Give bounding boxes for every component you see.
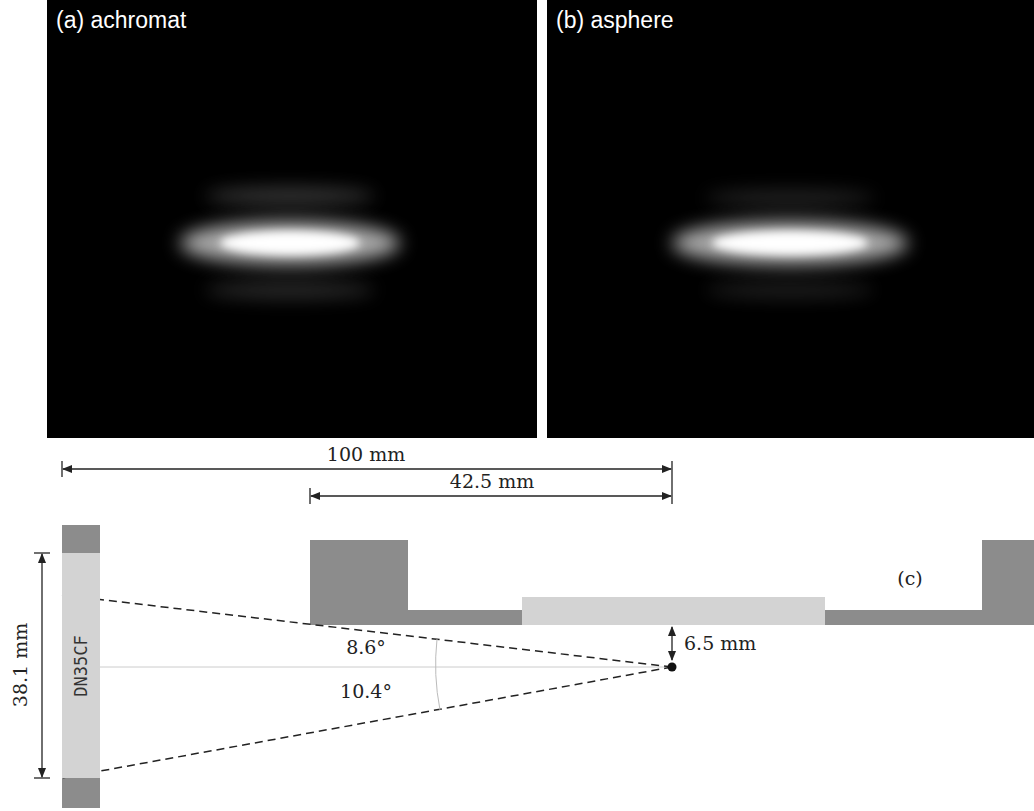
focal-spot xyxy=(672,190,908,298)
image-panel xyxy=(47,0,537,438)
flange-cap xyxy=(62,778,100,808)
panel-label: (a) achromat xyxy=(56,8,186,33)
chamber-part xyxy=(310,540,1034,625)
view-cone xyxy=(62,595,672,778)
flange-label: DN35CF xyxy=(71,635,91,696)
source-point xyxy=(668,663,677,672)
panel-label: (b) asphere xyxy=(556,8,674,33)
panel-label: (c) xyxy=(897,568,922,589)
focal-spot xyxy=(180,187,400,299)
dimension-label: 38.1 mm xyxy=(10,623,31,707)
angle-label: 10.4° xyxy=(340,681,392,702)
angle-arc xyxy=(436,639,440,710)
dimension-label: 100 mm xyxy=(327,444,405,465)
image-panel xyxy=(547,0,1034,438)
dimension-label: 6.5 mm xyxy=(684,633,756,654)
flange-window: DN35CF xyxy=(62,553,100,778)
flange-cap xyxy=(62,525,100,553)
dimension-line xyxy=(34,461,672,778)
axis-line xyxy=(100,667,672,668)
angle-label: 8.6° xyxy=(346,637,386,658)
dimension-label: 42.5 mm xyxy=(450,471,534,492)
